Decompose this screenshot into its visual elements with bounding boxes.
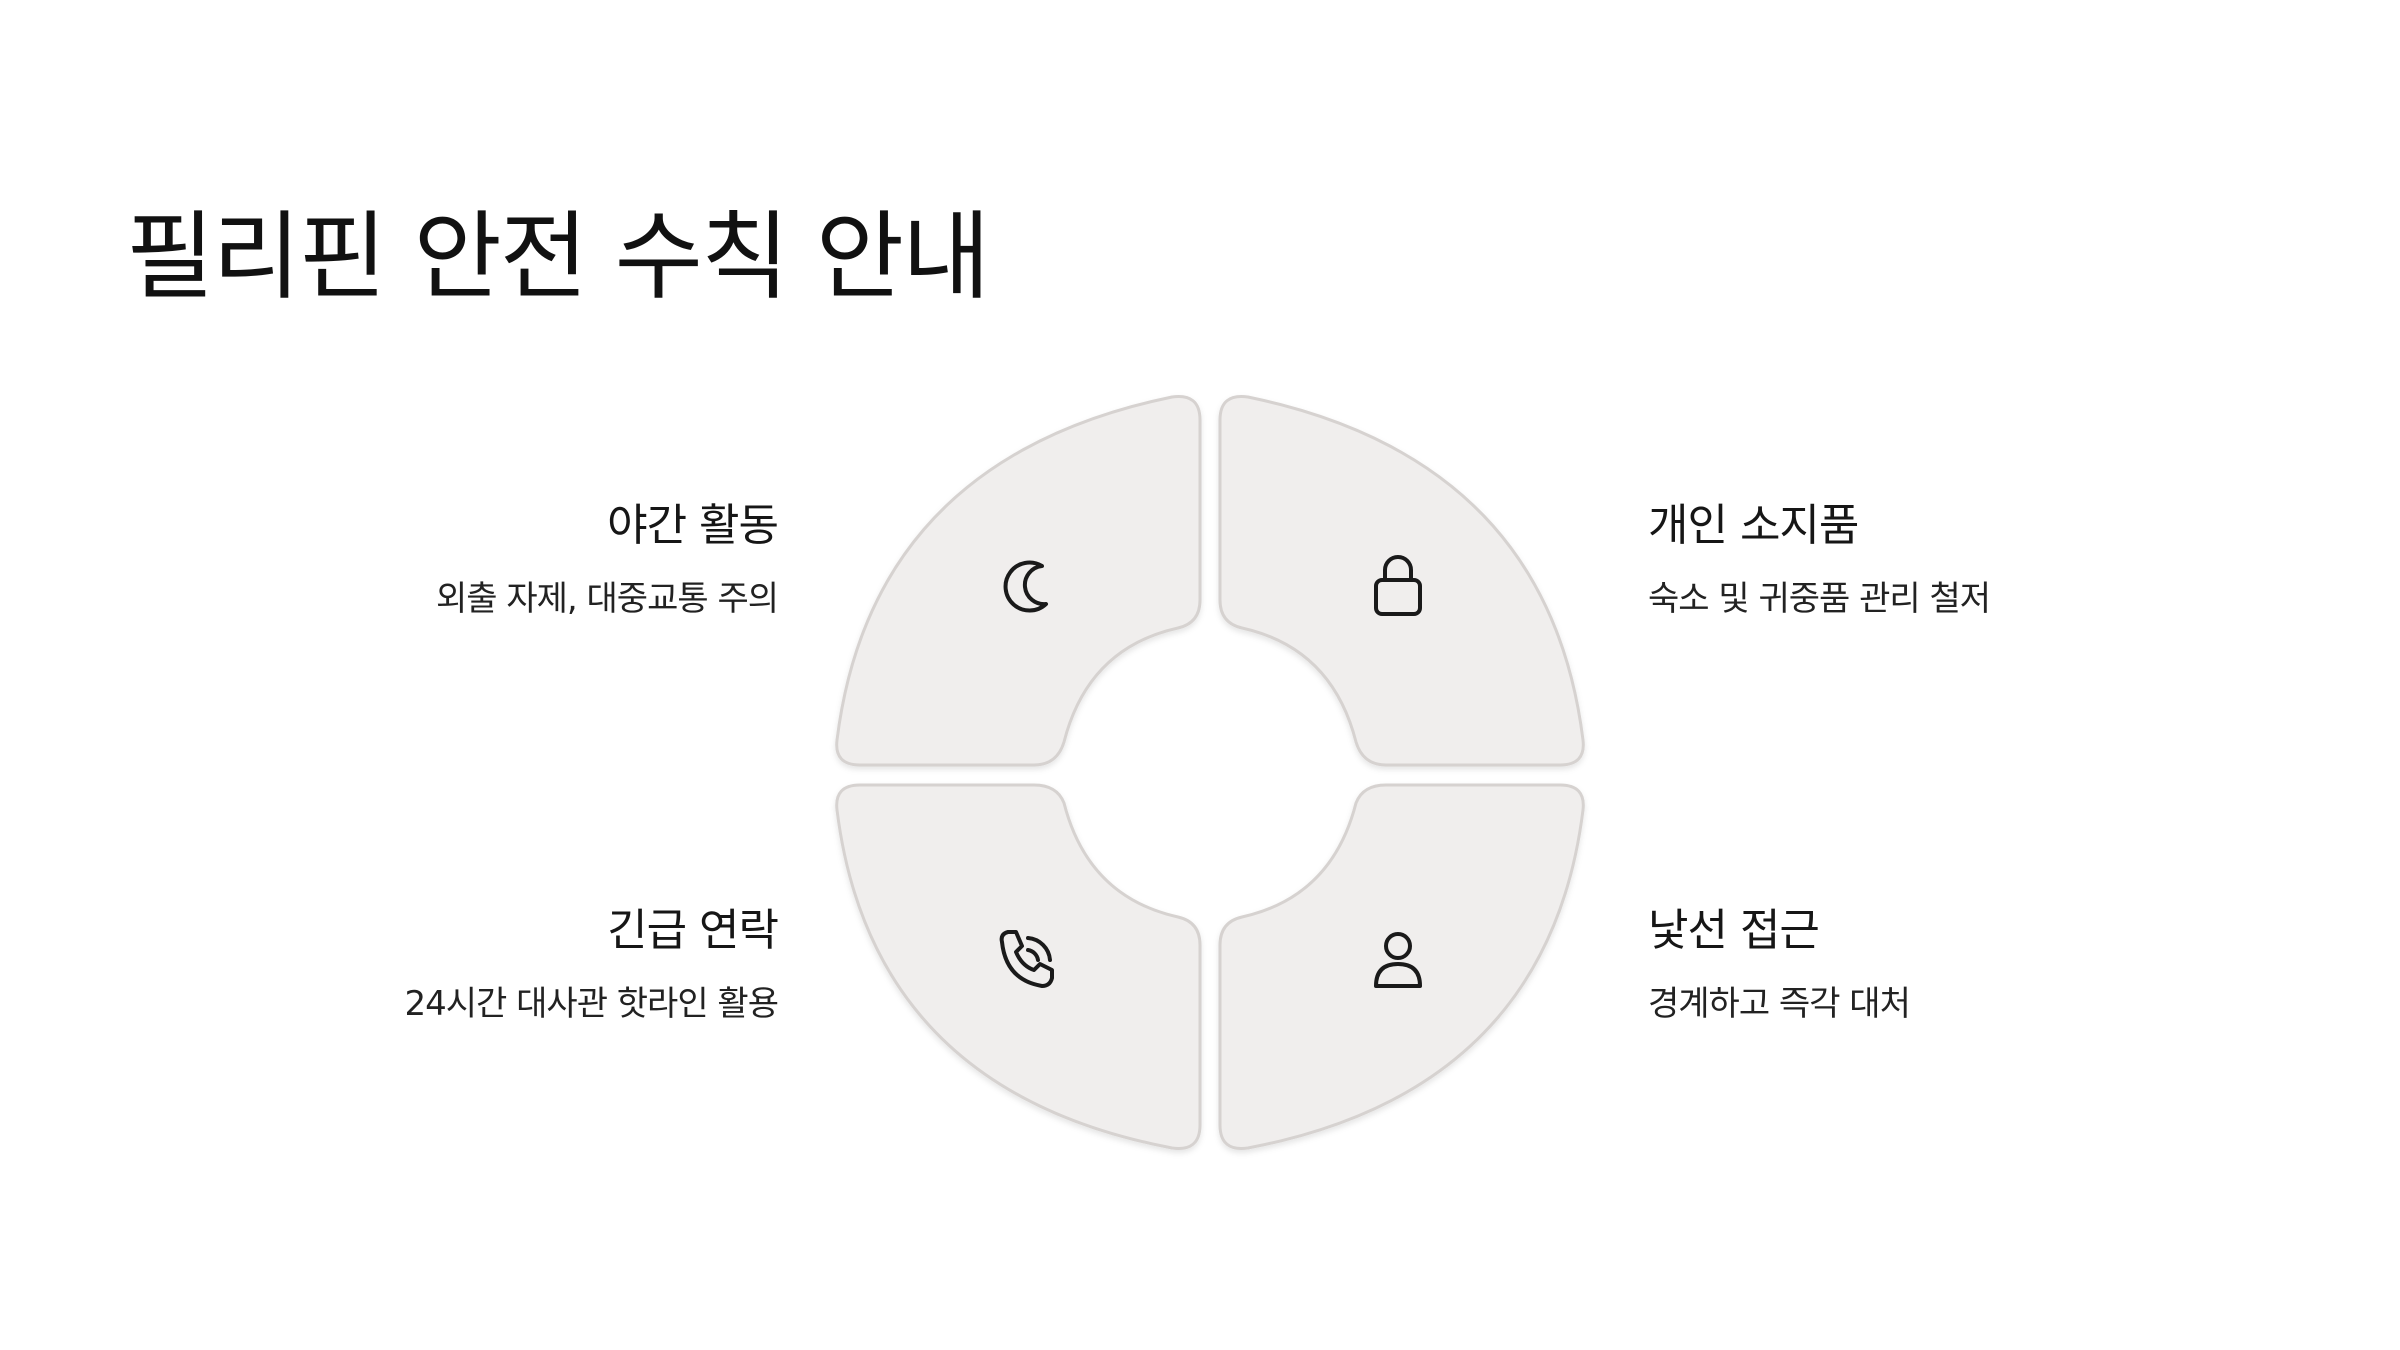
label-night: 야간 활동 외출 자제, 대중교통 주의: [218, 500, 779, 620]
label-stranger-title: 낯선 접근: [1648, 905, 1820, 956]
page-title: 필리핀 안전 수칙 안내: [126, 201, 990, 313]
segment-emergency: [835, 783, 1202, 1151]
segment-stranger: [1218, 783, 1585, 1151]
label-belongings: 개인 소지품 숙소 및 귀중품 관리 철저: [1648, 500, 2208, 620]
label-emergency-description: 24시간 대사관 핫라인 활용: [404, 983, 780, 1024]
user-icon: [1374, 932, 1422, 988]
segment-night: [835, 394, 1202, 767]
moon-icon: [1003, 560, 1048, 613]
lock-icon: [1374, 555, 1422, 616]
label-stranger-description: 경계하고 즉각 대처: [1648, 983, 1911, 1024]
label-stranger: 낯선 접근 경계하고 즉각 대처: [1648, 905, 2208, 1025]
label-emergency: 긴급 연락 24시간 대사관 핫라인 활용: [218, 905, 780, 1025]
phone-icon: [999, 930, 1054, 988]
label-belongings-description: 숙소 및 귀중품 관리 철저: [1648, 578, 1991, 619]
segment-belongings: [1218, 394, 1585, 767]
label-belongings-title: 개인 소지품: [1648, 500, 1859, 551]
label-night-title: 야간 활동: [607, 500, 779, 551]
label-night-description: 외출 자제, 대중교통 주의: [435, 578, 779, 619]
label-emergency-title: 긴급 연락: [607, 905, 779, 956]
